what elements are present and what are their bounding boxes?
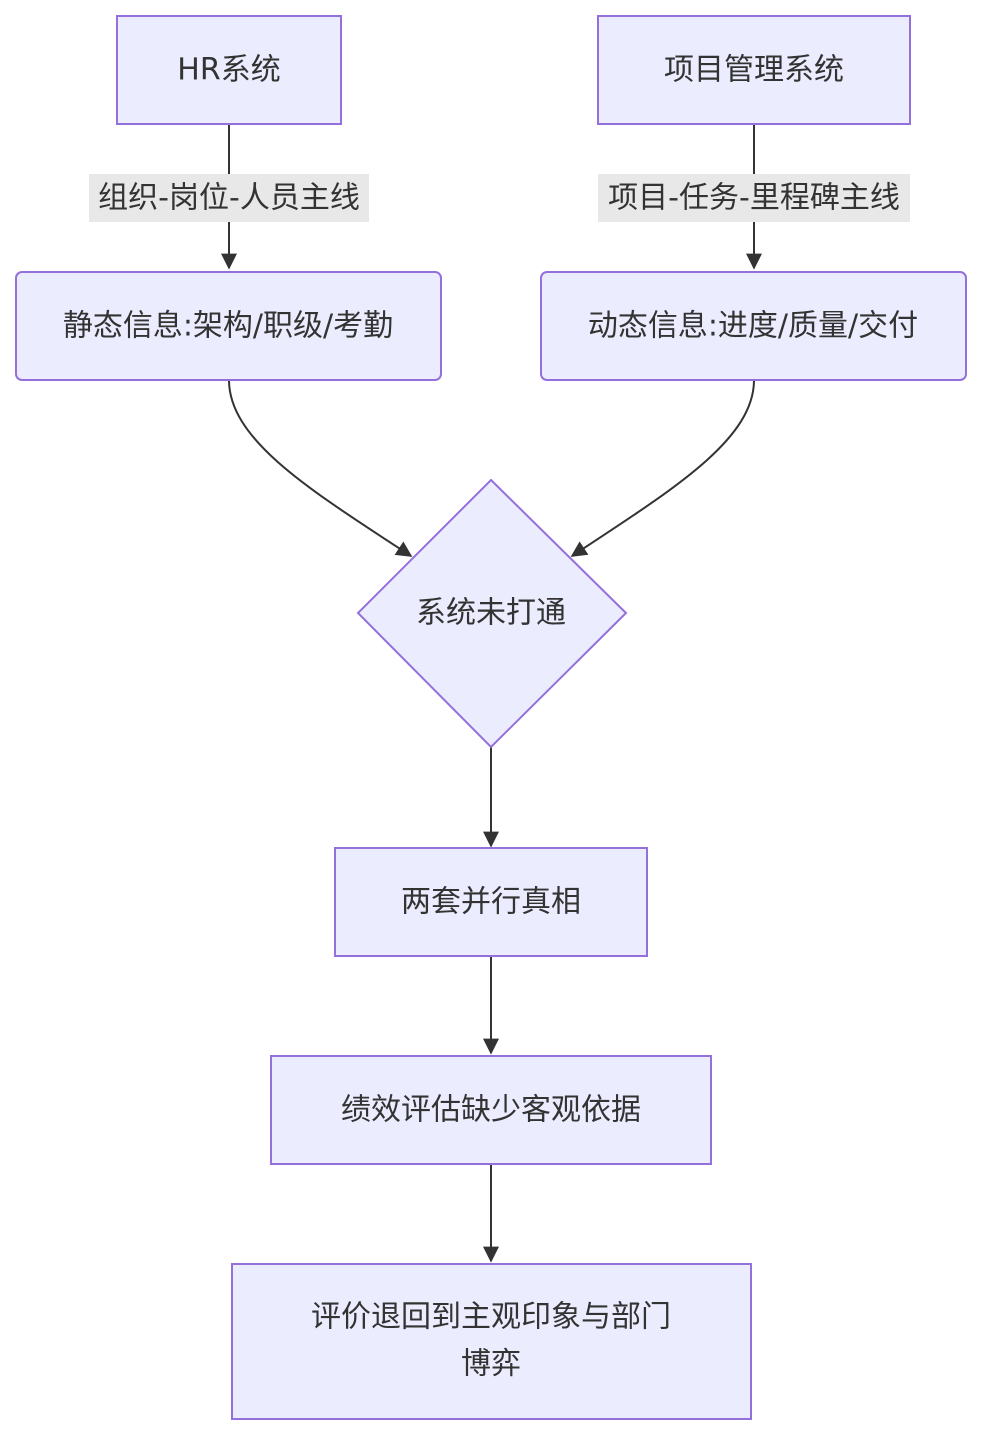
- node-hr-system-label: HR系统: [177, 53, 280, 88]
- node-decision-label: 系统未打通: [416, 596, 566, 631]
- node-hr-system: HR系统: [116, 15, 342, 125]
- edges: [221, 124, 762, 1263]
- edge-static-to-decision: [228, 379, 413, 557]
- edge-label-hr: 组织-岗位-人员主线: [89, 174, 369, 222]
- node-static-info: 静态信息:架构/职级/考勤: [15, 271, 442, 381]
- edge-dynamic-to-decision: [570, 379, 755, 557]
- node-subjective: 评价退回到主观印象与部门 博弈: [231, 1263, 752, 1420]
- node-static-info-label: 静态信息:架构/职级/考勤: [63, 309, 393, 344]
- node-no-basis: 绩效评估缺少客观依据: [270, 1055, 712, 1165]
- node-decision-not-connected: 系统未打通: [356, 478, 628, 749]
- node-two-truths-label: 两套并行真相: [401, 885, 581, 920]
- edge-label-pm-text: 项目-任务-里程碑主线: [608, 181, 900, 216]
- node-two-truths: 两套并行真相: [334, 847, 648, 957]
- node-subjective-label-line1: 评价退回到主观印象与部门: [311, 1300, 671, 1335]
- node-dynamic-info-label: 动态信息:进度/质量/交付: [588, 309, 918, 344]
- node-dynamic-info: 动态信息:进度/质量/交付: [540, 271, 967, 381]
- edge-label-hr-text: 组织-岗位-人员主线: [98, 181, 360, 216]
- edge-label-pm: 项目-任务-里程碑主线: [598, 174, 910, 222]
- node-pm-system: 项目管理系统: [597, 15, 911, 125]
- node-subjective-label-line2: 博弈: [461, 1347, 521, 1382]
- node-no-basis-label: 绩效评估缺少客观依据: [341, 1093, 641, 1128]
- node-pm-system-label: 项目管理系统: [664, 53, 844, 88]
